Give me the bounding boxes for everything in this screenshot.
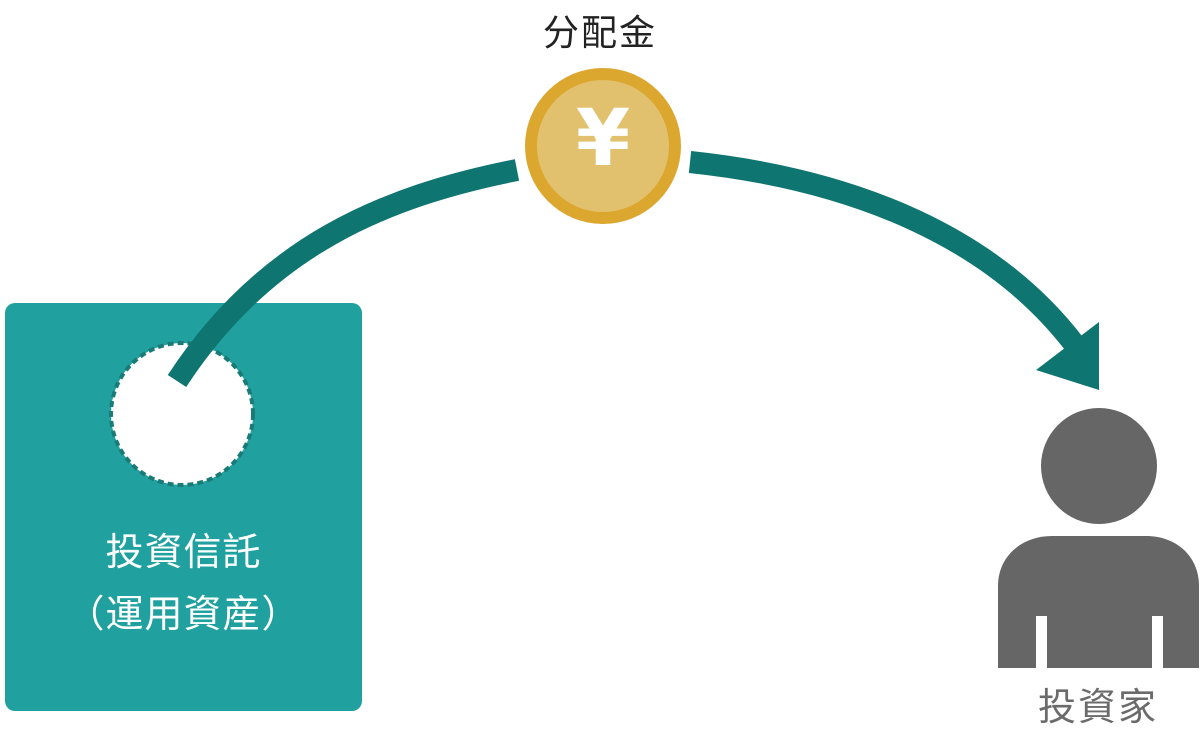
investor-label: 投資家 <box>1037 685 1158 729</box>
yen-coin-icon <box>525 68 681 224</box>
arrow-arc-left <box>167 159 520 388</box>
fund-title: 投資信託 <box>105 530 262 574</box>
person-icon <box>998 408 1199 670</box>
dividend-label: 分配金 <box>542 13 657 54</box>
fund-portion-dashed-circle <box>109 341 255 487</box>
fund-subtitle: （運用資産） <box>66 592 301 636</box>
arrow-arc-right <box>688 151 1084 352</box>
curved-arrow-icon <box>1036 322 1099 390</box>
yen-symbol: ¥ <box>575 94 631 184</box>
